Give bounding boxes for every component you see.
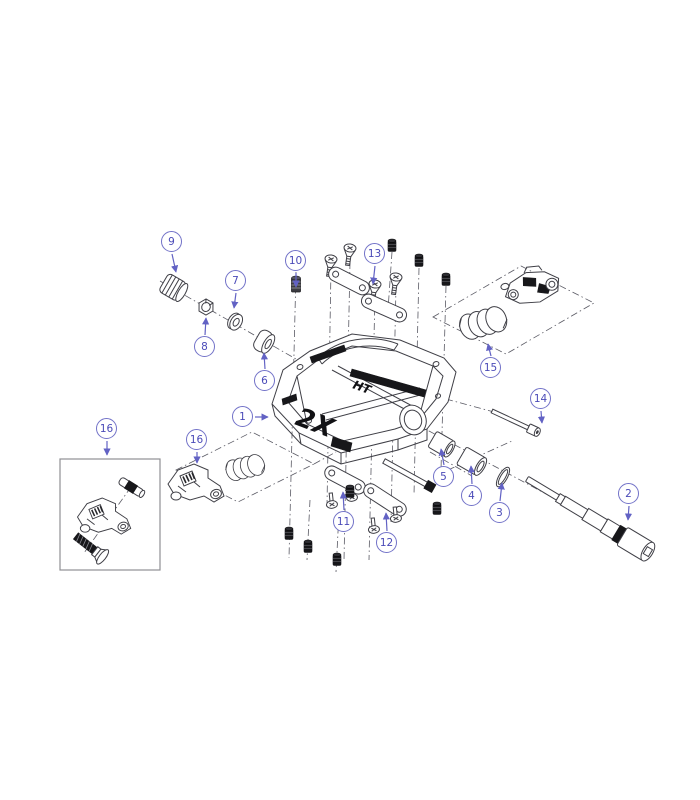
part-end-cap [159, 273, 189, 303]
part-axle-rod [382, 458, 437, 493]
callout-11: 11 [333, 511, 354, 532]
callout-6: 6 [254, 370, 275, 391]
pedal-body-logo-secondary: HT [351, 378, 374, 398]
callout-16: 16 [186, 429, 207, 450]
part-bushing-small [428, 431, 456, 458]
part-spindle [525, 476, 656, 562]
callout-16-detail: 16 [96, 418, 117, 439]
part-lock-nut [198, 298, 214, 316]
detail-box-16 [59, 458, 161, 571]
part-o-ring [495, 466, 511, 488]
callout-10: 10 [285, 250, 306, 271]
callout-1: 1 [232, 406, 253, 427]
part-bearing [253, 329, 276, 354]
part-spring [455, 300, 511, 346]
callout-8: 8 [194, 336, 215, 357]
callout-13: 13 [364, 243, 385, 264]
detail-bolt [72, 532, 110, 565]
callout-9: 9 [161, 231, 182, 252]
bottom-hardware-cluster [284, 465, 442, 566]
part-seal-washer [227, 312, 244, 331]
bottom-plate-12 [363, 483, 407, 517]
callout-14: 14 [530, 388, 551, 409]
top-plate [361, 293, 407, 323]
leader-lines [103, 253, 633, 532]
callout-4: 4 [461, 485, 482, 506]
callout-7: 7 [225, 270, 246, 291]
callout-15: 15 [480, 357, 501, 378]
part-pedal-body: 2X HT [271, 333, 457, 465]
top-hardware-cluster [322, 238, 451, 323]
part-clamp-assembly [500, 265, 560, 304]
callout-5: 5 [433, 466, 454, 487]
callout-3: 3 [489, 502, 510, 523]
part-pivot-bolt [490, 408, 541, 437]
part-bushing-large [456, 447, 488, 476]
callout-12: 12 [376, 532, 397, 553]
callout-2: 2 [618, 483, 639, 504]
part-spring-small [222, 449, 268, 486]
bottom-plate-11 [324, 465, 366, 495]
top-plate [328, 266, 370, 296]
detail-pin [118, 477, 146, 498]
